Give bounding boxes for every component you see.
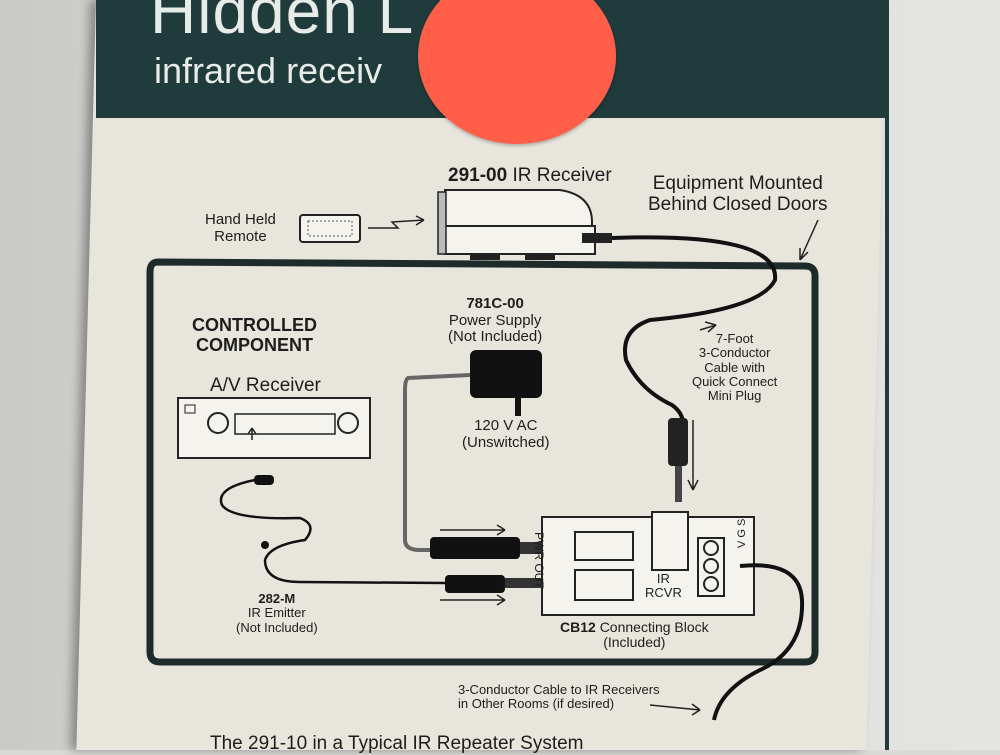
ir-label: IR (656, 571, 670, 586)
emitter-label: 282-M IR Emitter (Not Included) (236, 591, 318, 635)
mounted-note: Equipment Mounted Behind Closed Doors (648, 173, 828, 216)
emitter-line1: IR Emitter (247, 605, 306, 621)
box-title: Hidden L (150, 0, 415, 47)
rcvr-label: RCVR (645, 585, 682, 601)
mounted-note-line2: Behind Closed Doors (648, 193, 828, 215)
mounted-note-line1: Equipment Mounted (652, 173, 823, 194)
ir-receiver-unit (437, 189, 612, 260)
remote-label-line2: Remote (214, 227, 267, 245)
receiver-name: IR Receiver (512, 165, 612, 186)
s-label: S (736, 518, 748, 526)
power-supply-line2: (Not Included) (448, 328, 543, 345)
cable-line2: 3-Conductor (698, 345, 771, 361)
voltage-label: 120 V AC (Unswitched) (462, 417, 550, 451)
power-supply (403, 350, 542, 552)
voltage-note: (Unswitched) (462, 433, 550, 451)
other-rooms-line2: in Other Rooms (if desired) (458, 696, 615, 712)
av-receiver-label: A/V Receiver (210, 375, 321, 396)
out-label: OUT (532, 563, 546, 589)
cable-label: 7-Foot 3-Conductor Cable with Quick Conn… (692, 331, 778, 404)
box-subtitle: infrared receiv (154, 50, 383, 91)
v-label: V (736, 540, 748, 548)
pwr-label: PWR (532, 532, 546, 560)
power-supply-line1: Power Supply (448, 311, 542, 329)
emitter-plug (445, 575, 505, 593)
power-plug (430, 537, 520, 559)
block-name: Connecting Block (599, 619, 709, 635)
box-edge (885, 0, 889, 750)
other-rooms-cable (712, 563, 805, 721)
cable-line4: Quick Connect (692, 373, 778, 389)
block-model: CB12 (560, 619, 596, 635)
cable-line5: Mini Plug (707, 388, 762, 404)
power-supply-model: 781C-00 (466, 295, 524, 312)
remote-control (299, 214, 425, 243)
receiver-label: 291-00 IR Receiver (448, 165, 612, 187)
voltage-value: 120 V AC (474, 417, 538, 434)
vgs-label: V G S (736, 519, 748, 548)
block-note: (Included) (603, 634, 666, 651)
connecting-block (541, 511, 755, 616)
cabinet-outline (146, 258, 819, 666)
price-sticker (418, 0, 616, 144)
other-rooms-label: 3-Conductor Cable to IR Receivers in Oth… (458, 682, 660, 712)
receiver-cable (611, 235, 778, 431)
cable-line1: 7-Foot (715, 331, 754, 346)
controlled-line2: COMPONENT (196, 334, 313, 355)
pwr-out-label: PWR OUT (532, 532, 546, 589)
other-rooms-line1: 3-Conductor Cable to IR Receivers (458, 682, 660, 697)
av-receiver (177, 397, 371, 459)
receiver-model: 291-00 (448, 165, 508, 186)
ir-rcvr-label: IR RCVR (645, 571, 682, 601)
g-label: G (736, 529, 748, 538)
cable-line3: Cable with (704, 359, 765, 375)
block-label: CB12 Connecting Block (Included) (560, 619, 709, 651)
emitter-line2: (Not Included) (236, 619, 318, 635)
remote-label: Hand Held Remote (205, 211, 276, 245)
emitter-cable (219, 478, 446, 585)
footer-caption: The 291-10 in a Typical IR Repeater Syst… (210, 733, 584, 754)
controlled-line1: CONTROLLED (192, 315, 317, 335)
controlled-component-heading: CONTROLLED COMPONENT (192, 315, 317, 356)
emitter-model: 282-M (258, 591, 296, 606)
remote-label-line1: Hand Held (205, 211, 276, 228)
power-supply-label: 781C-00 Power Supply (Not Included) (448, 295, 543, 346)
